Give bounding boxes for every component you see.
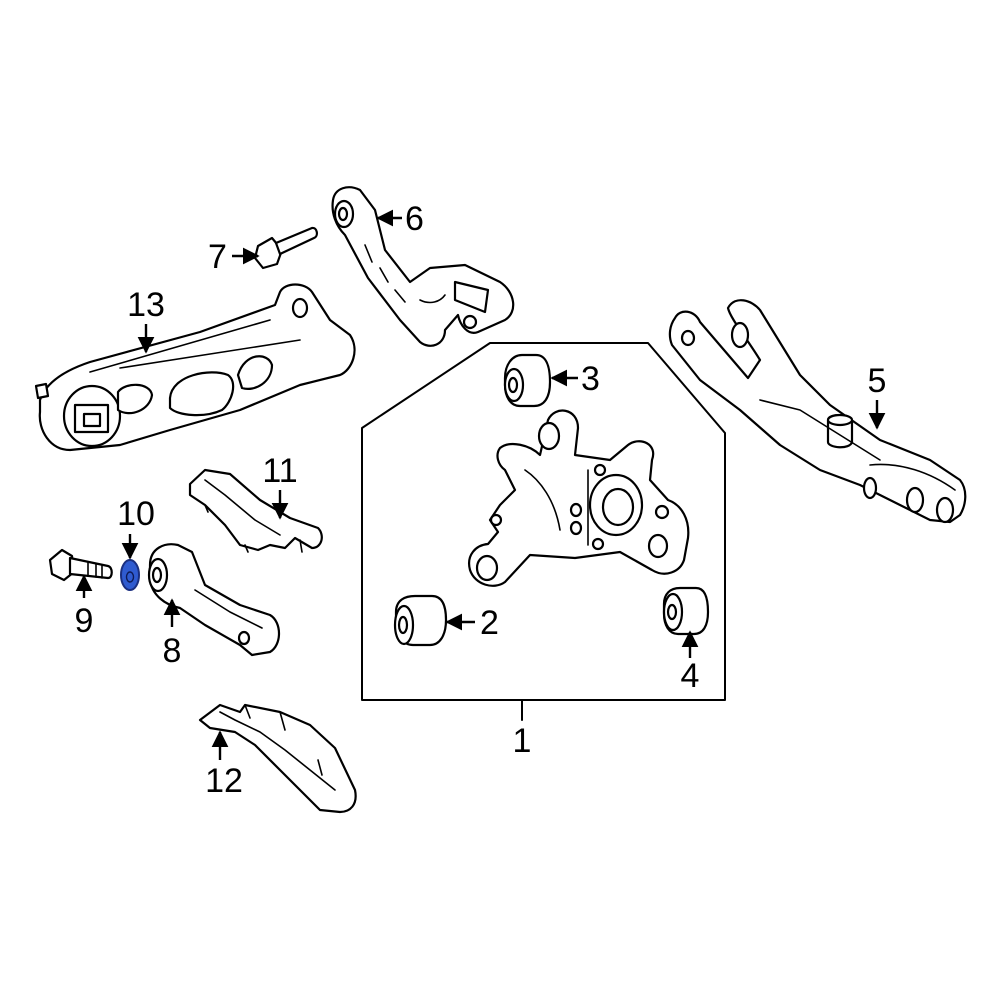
callout-labels: 1 2 3 4 5 6 7 8 9 10 11 12 13 — [75, 200, 887, 800]
washer-10-highlight — [120, 559, 140, 591]
bushing-4[interactable] — [662, 586, 710, 636]
leader-arrows — [75, 209, 886, 760]
bolt-7[interactable] — [253, 226, 318, 270]
callout-5: 5 — [868, 362, 887, 400]
knuckle-assembly-outline — [361, 342, 726, 701]
callout-9: 9 — [75, 602, 94, 640]
callout-2: 2 — [480, 604, 499, 642]
callout-13: 13 — [127, 286, 165, 324]
trailing-arm-13[interactable] — [34, 283, 356, 452]
callout-6: 6 — [405, 200, 424, 238]
bracket-11[interactable] — [188, 468, 323, 553]
bushing-3[interactable] — [503, 353, 552, 408]
washer-10[interactable] — [120, 559, 140, 591]
callout-10: 10 — [117, 495, 155, 533]
shield-12[interactable] — [198, 703, 357, 814]
rear-knuckle[interactable] — [468, 409, 690, 587]
bolt-9[interactable] — [48, 548, 113, 582]
lower-link-8[interactable] — [147, 543, 281, 657]
callout-3: 3 — [581, 360, 600, 398]
bushing-2[interactable] — [393, 594, 448, 647]
callout-1: 1 — [513, 722, 532, 760]
callout-4: 4 — [681, 657, 700, 695]
callout-11: 11 — [262, 452, 297, 490]
upper-control-arm-6[interactable] — [331, 186, 515, 347]
callout-8: 8 — [163, 632, 182, 670]
lower-control-arm-5[interactable] — [668, 299, 967, 524]
callout-12: 12 — [205, 762, 243, 800]
callout-7: 7 — [208, 238, 227, 276]
